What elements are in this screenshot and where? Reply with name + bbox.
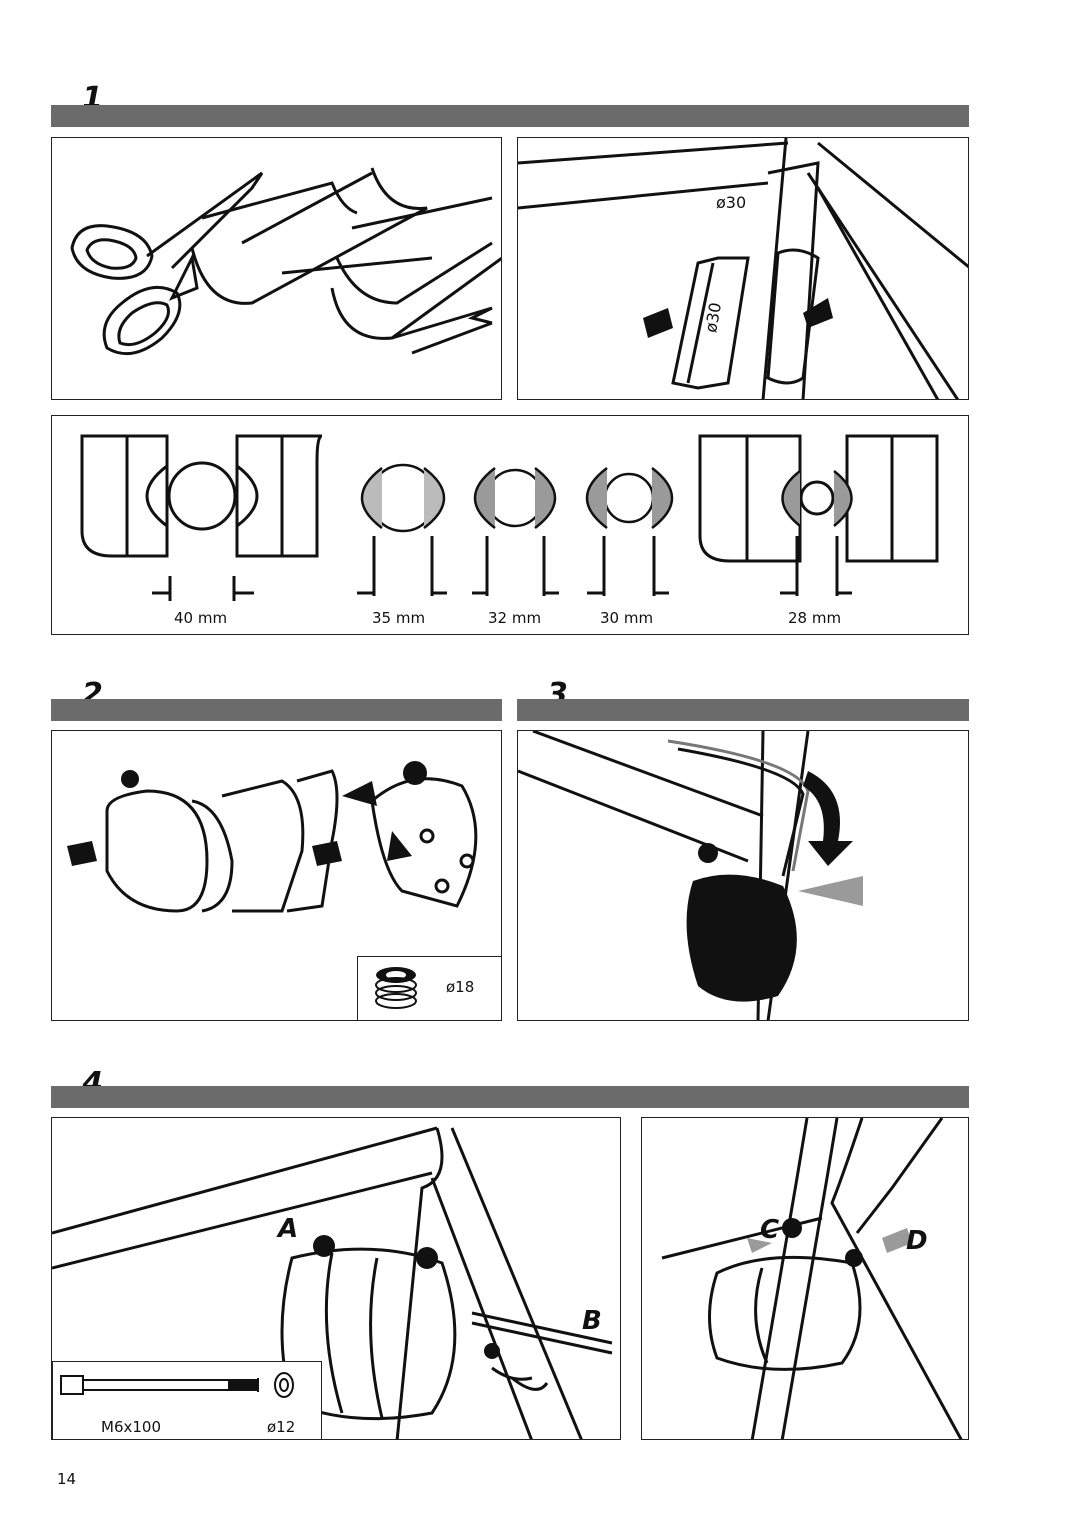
panel-bolt-assembly: A B M6x100 ø12 — [51, 1117, 621, 1440]
mounted-clamp-illustration — [518, 731, 863, 1020]
washer-diameter-label: ø12 — [267, 1418, 296, 1436]
bolt-washer-icon — [60, 1372, 294, 1398]
plug-icon — [375, 967, 417, 1009]
panel-exploded-clamp: ø18 — [51, 730, 502, 1021]
panel-frame-shim: ø30 ø30 — [517, 137, 969, 400]
exploded-clamp-illustration — [67, 761, 478, 913]
frame-shim-illustration — [518, 138, 968, 399]
callout-b: B — [582, 1306, 602, 1336]
hardware-inset: M6x100 ø12 — [52, 1361, 322, 1439]
callout-c: C — [760, 1215, 780, 1245]
section-bar-2 — [51, 699, 502, 721]
panel-shim-sizes: 40 mm 35 mm 32 mm 30 mm 28 mm — [51, 415, 969, 635]
page-number: 14 — [57, 1470, 77, 1488]
plug-inset: ø18 — [357, 956, 501, 1020]
bolt-size-label: M6x100 — [101, 1418, 161, 1436]
panel-cut-shims — [51, 137, 502, 400]
size-label-35: 35 mm — [372, 609, 426, 627]
panel-mounted-clamp — [517, 730, 969, 1021]
size-label-40: 40 mm — [174, 609, 228, 627]
section-bar-3 — [517, 699, 969, 721]
size-label-28: 28 mm — [788, 609, 842, 627]
handlebar-assembly-illustration — [661, 1118, 963, 1439]
scissors-cutting-illustration — [70, 167, 501, 356]
size-label-32: 32 mm — [488, 609, 542, 627]
plug-diameter-label: ø18 — [446, 978, 475, 996]
bolt-assembly-illustration — [52, 1126, 613, 1439]
panel-handlebar-assembly: C D — [641, 1117, 969, 1440]
section-bar-4 — [51, 1086, 969, 1108]
section-bar-1 — [51, 105, 969, 127]
shim-sizes-illustration — [80, 434, 939, 601]
callout-a: A — [278, 1214, 299, 1244]
diameter-label: ø30 — [716, 193, 747, 212]
callout-d: D — [906, 1226, 928, 1256]
size-label-30: 30 mm — [600, 609, 654, 627]
